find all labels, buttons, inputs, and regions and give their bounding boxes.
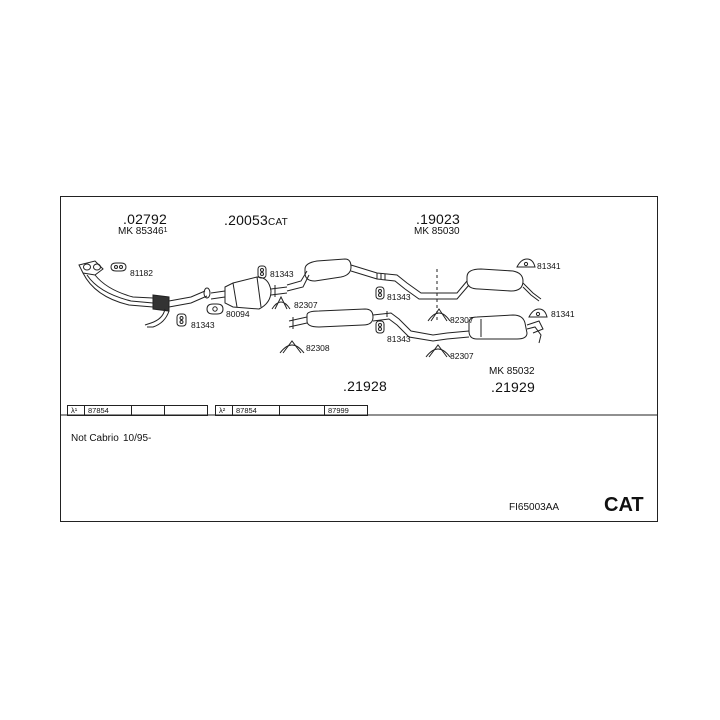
rear-silencer-21929	[446, 314, 544, 344]
clamp-82307-cat	[271, 295, 291, 310]
part-number-21928: .21928	[343, 378, 388, 394]
rubber-ring-81343-center	[375, 286, 385, 300]
note-date: 10/95-	[123, 433, 152, 444]
mk-85030: MK 85030	[414, 226, 460, 237]
hanger-81341-upper	[516, 258, 536, 268]
front-pipe-02792	[78, 260, 211, 328]
mk-85032: MK 85032	[489, 366, 535, 377]
diagram-code: FI65003AA	[509, 502, 560, 513]
part-number-02792: .02792	[123, 211, 168, 227]
label-82307-cat: 82307	[294, 300, 318, 310]
center-pipe-19023	[286, 258, 435, 300]
mk-85346: MK 853461	[118, 226, 168, 237]
lambda2-cell-3: 87999	[324, 405, 368, 416]
label-81343-front: 81343	[191, 320, 215, 330]
label-82307-lower: 82307	[450, 351, 474, 361]
catalytic-converter-20053	[210, 276, 288, 310]
label-81343-cat: 81343	[270, 269, 294, 279]
rubber-ring-81343-lower	[375, 320, 385, 334]
footnote-sup: 1	[163, 227, 168, 234]
rubber-ring-81343-cat	[257, 265, 267, 279]
label-81341-upper: 81341	[537, 261, 561, 271]
lambda1-cell-2	[131, 405, 165, 416]
label-81182: 81182	[130, 268, 154, 278]
clamp-82307-lower	[425, 344, 451, 358]
clamp-82307-upper	[427, 308, 451, 322]
lambda2-label: λ²	[215, 405, 233, 416]
lambda1-table: λ¹ 87854	[67, 405, 208, 416]
part-number-19023: .19023	[416, 211, 461, 227]
part-number-21929: .21929	[491, 379, 536, 395]
note-model: Not Cabrio	[71, 433, 119, 444]
lambda2-cell-1: 87854	[232, 405, 280, 416]
label-82307-upper: 82307	[450, 315, 474, 325]
lambda1-label: λ¹	[67, 405, 85, 416]
cat-label: CAT	[604, 494, 644, 516]
hanger-81341-lower	[528, 308, 548, 318]
cat-suffix: CAT	[268, 217, 288, 228]
center-pipe-21928	[288, 308, 448, 342]
lambda1-cell-1: 87854	[84, 405, 132, 416]
gasket-81182	[110, 262, 127, 272]
exhaust-system-drawing	[61, 258, 657, 416]
label-81343-center: 81343	[387, 292, 411, 302]
label-80094: 80094	[226, 309, 250, 319]
rear-silencer-upper	[435, 268, 542, 302]
lambda2-table: λ² 87854 87999	[215, 405, 368, 416]
diagram-frame: .02792 MK 853461 .20053CAT .19023 MK 850…	[60, 196, 658, 522]
rubber-ring-81343-front	[176, 313, 187, 327]
label-81341-lower: 81341	[551, 309, 575, 319]
lambda2-cell-2	[279, 405, 325, 416]
part-number-20053: .20053CAT	[224, 212, 288, 228]
gasket-80094	[206, 303, 224, 315]
clamp-82308	[279, 340, 305, 354]
lambda1-cell-3	[164, 405, 208, 416]
label-82308: 82308	[306, 343, 330, 353]
label-81343-lower: 81343	[387, 334, 411, 344]
